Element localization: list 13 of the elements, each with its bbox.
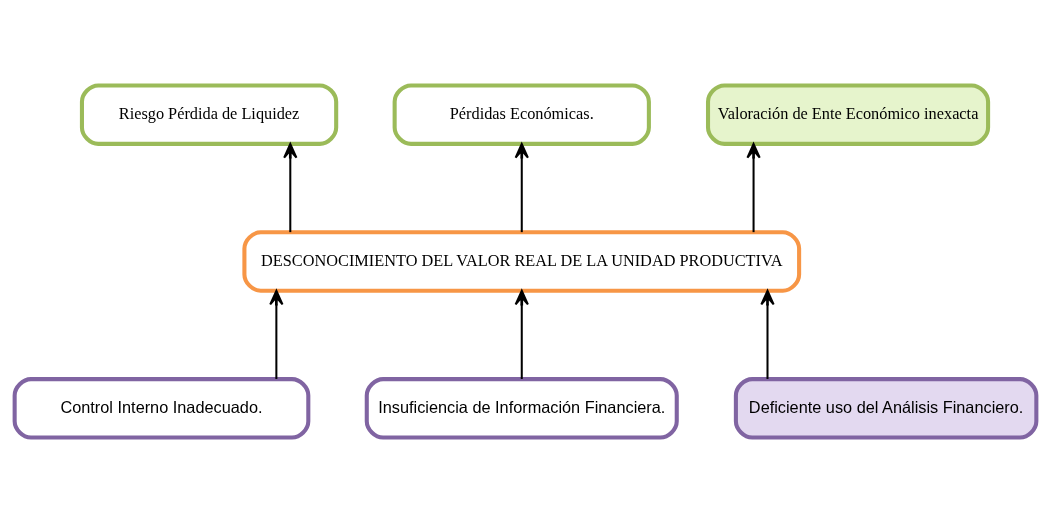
arrow [514, 289, 529, 379]
node-box: Control Interno Inadecuado. [12, 376, 311, 440]
node-box: Valoración de Ente Económico inexacta [706, 82, 991, 146]
arrow [514, 142, 529, 232]
node-box: Insuficiencia de Información Financiera. [364, 376, 679, 440]
arrow [269, 289, 284, 379]
arrow [283, 142, 298, 232]
node-box: Deficiente uso del Análisis Financiero. [733, 376, 1039, 440]
arrow [746, 142, 761, 232]
arrow [760, 289, 775, 379]
node-box: Riesgo Pérdida de Liquidez [79, 82, 339, 146]
node-box: Pérdidas Económicas. [392, 82, 651, 146]
node-box: DESCONOCIMIENTO DEL VALOR REAL DE LA UNIDAD PRODUCTIVA [242, 229, 802, 293]
